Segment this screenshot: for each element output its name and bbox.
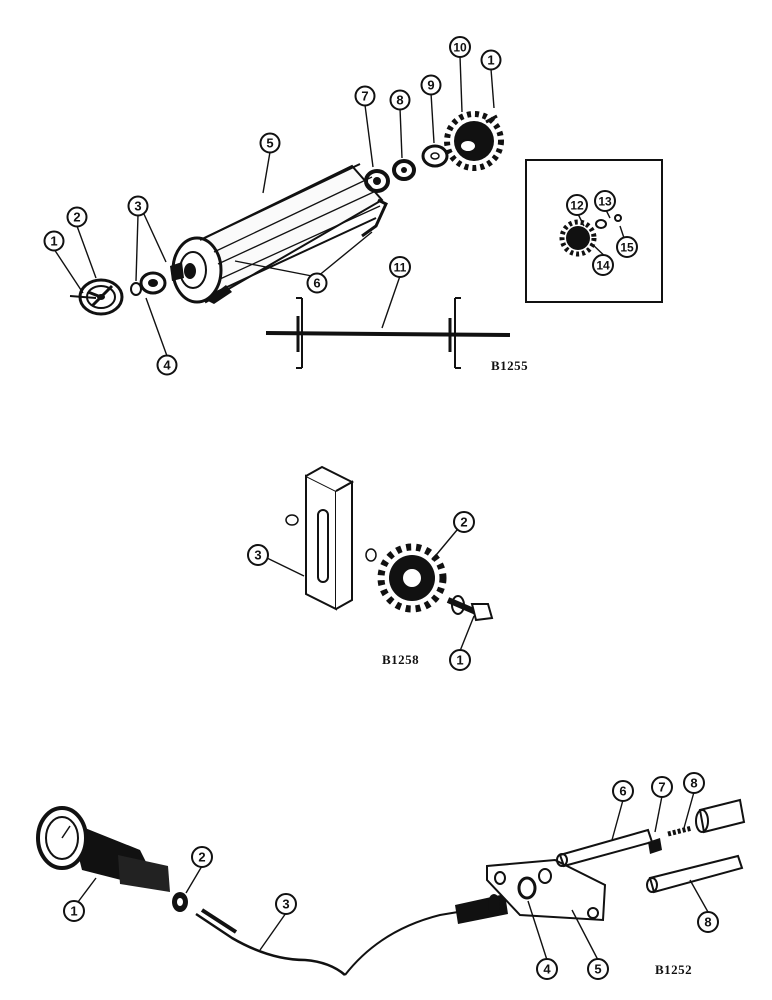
callout-3: 3	[247, 544, 269, 566]
callout-7: 7	[651, 776, 673, 798]
callout-1: 1	[449, 649, 471, 671]
callout-12: 12	[566, 194, 588, 216]
callout-2: 2	[66, 206, 88, 228]
svg-text:2: 2	[198, 850, 205, 865]
callout-15: 15	[616, 236, 638, 258]
callout-6: 6	[612, 780, 634, 802]
fitting-drawing	[455, 894, 508, 924]
drum-drawing	[170, 163, 388, 304]
svg-text:3: 3	[282, 897, 289, 912]
svg-text:15: 15	[620, 241, 634, 255]
svg-text:7: 7	[658, 780, 665, 795]
gauge-drawing	[36, 806, 170, 892]
callout-3: 3	[127, 195, 149, 217]
callout-4: 4	[156, 354, 178, 376]
svg-text:8: 8	[396, 93, 403, 108]
svg-text:3: 3	[134, 199, 141, 214]
svg-text:1: 1	[456, 653, 463, 668]
svg-text:11: 11	[394, 261, 407, 275]
callout-8: 8	[683, 772, 705, 794]
callout-9: 9	[420, 74, 442, 96]
svg-text:13: 13	[598, 195, 612, 209]
callout-10: 10	[449, 36, 471, 58]
plate-drawing	[486, 858, 607, 922]
svg-text:3: 3	[254, 548, 261, 563]
idler-sprocket-drawing	[377, 543, 447, 613]
svg-text:8: 8	[690, 776, 697, 791]
figure-code-b1258: B1258	[382, 652, 419, 667]
inset-drawing	[525, 159, 663, 303]
callout-2: 2	[453, 511, 475, 533]
callout-8: 8	[389, 89, 411, 111]
svg-text:6: 6	[619, 784, 626, 799]
callout-7: 7	[354, 85, 376, 107]
svg-text:14: 14	[596, 259, 610, 273]
figure-code-b1255: B1255	[491, 358, 528, 373]
svg-text:5: 5	[594, 962, 601, 977]
svg-text:6: 6	[313, 276, 320, 291]
callout-13: 13	[594, 190, 616, 212]
leader-lines	[53, 55, 626, 357]
callout-11: 11	[389, 256, 411, 278]
callout-1: 1	[63, 900, 85, 922]
leader-lines-b1258	[266, 529, 475, 652]
svg-text:5: 5	[266, 136, 273, 151]
svg-text:2: 2	[73, 210, 80, 225]
svg-text:1: 1	[487, 53, 494, 68]
svg-text:1: 1	[70, 904, 77, 919]
svg-text:8: 8	[704, 915, 711, 930]
figure-b1258: 3 2 1 B1258	[247, 465, 494, 671]
bracket-drawing	[285, 465, 377, 611]
svg-text:1: 1	[50, 234, 57, 249]
callout-6: 6	[306, 272, 328, 294]
callout-5: 5	[259, 132, 281, 154]
svg-text:4: 4	[163, 358, 171, 373]
washer-drawing	[130, 271, 167, 296]
callout-4: 4	[536, 958, 558, 980]
svg-text:2: 2	[460, 515, 467, 530]
figure-b1252: 1 2 3 4 5 6 7 8	[36, 772, 746, 980]
svg-text:4: 4	[543, 962, 551, 977]
svg-text:12: 12	[570, 199, 584, 213]
callout-2: 2	[191, 846, 213, 868]
callout-14: 14	[592, 254, 614, 276]
cable-drawing	[195, 908, 471, 976]
svg-text:7: 7	[361, 89, 368, 104]
tube-drawing	[556, 798, 746, 894]
leader-lines-b1252	[77, 791, 709, 961]
callout-5: 5	[587, 958, 609, 980]
callout-1b: 1	[480, 49, 502, 71]
callout-3: 3	[275, 893, 297, 915]
figure-b1255: 1 2 3 4 5 6 7 8	[43, 36, 663, 376]
pulley-drawing	[69, 278, 124, 316]
svg-text:10: 10	[453, 41, 467, 55]
bearing-drawing	[364, 144, 449, 193]
bolt-drawing	[446, 595, 494, 622]
sprocket-drawing	[444, 111, 504, 171]
figure-code-b1252: B1252	[655, 962, 692, 977]
callout-8b: 8	[697, 911, 719, 933]
callout-1: 1	[43, 230, 65, 252]
nut-drawing	[172, 892, 188, 912]
shaft-drawing	[265, 297, 511, 369]
svg-text:9: 9	[427, 78, 434, 93]
